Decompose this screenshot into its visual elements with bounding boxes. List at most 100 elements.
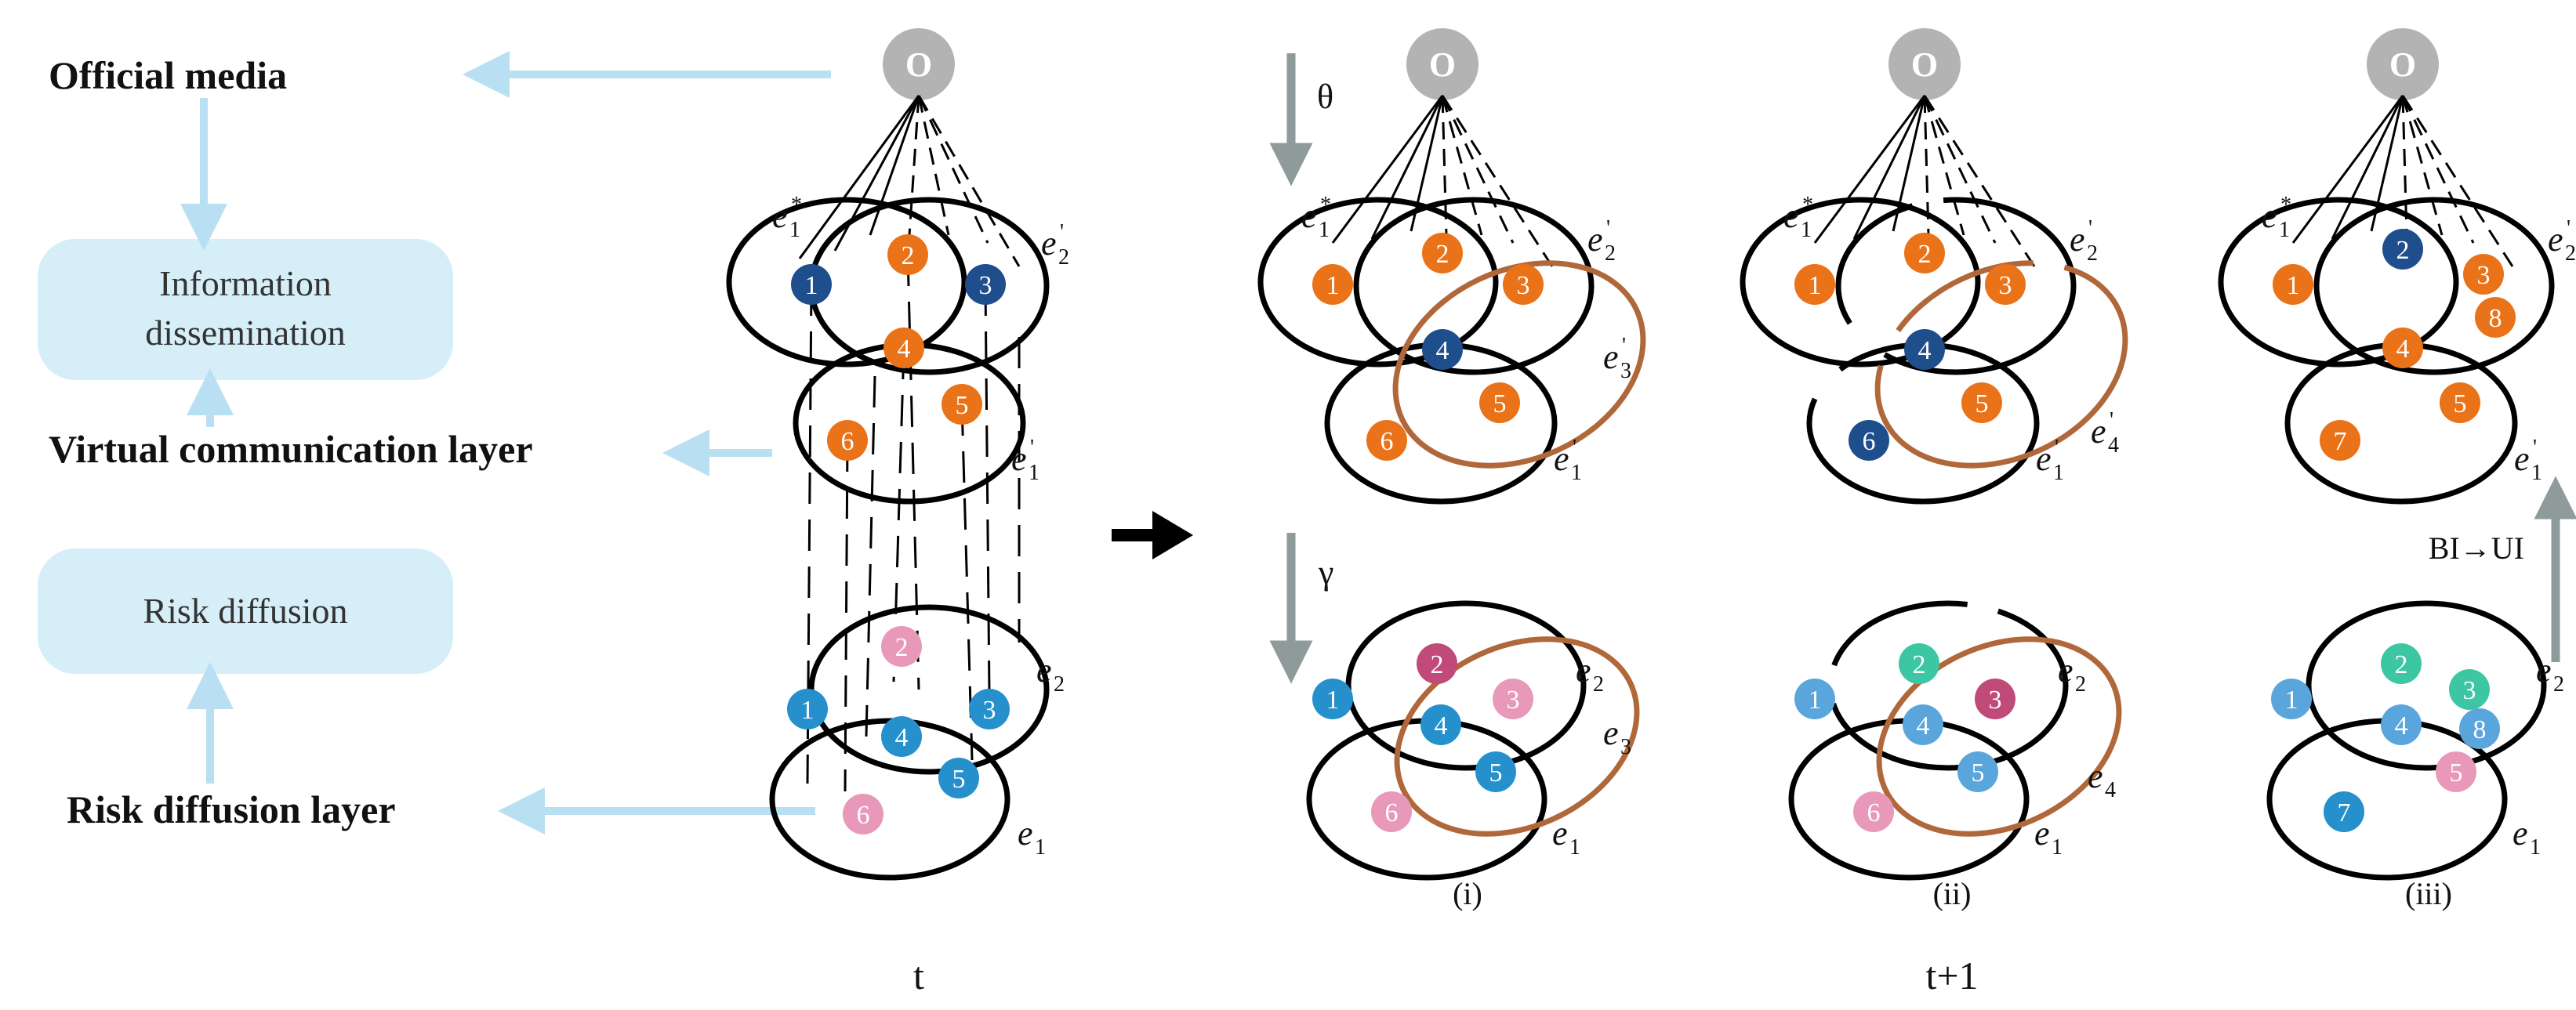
edge-label-e2-t: e — [1036, 651, 1052, 690]
edge-label-e1-iii: e — [2513, 814, 2528, 853]
projection-line-4 — [844, 440, 849, 792]
box-information-line2: dissemination — [145, 313, 346, 353]
caption-i: (i) — [1453, 876, 1482, 911]
edge-ring-brown-lower-ii — [1876, 636, 2122, 837]
edge-label-e2p-iii: e — [2548, 220, 2563, 259]
node-iii-lower-8 — [2459, 708, 2500, 749]
node-iii-upper-5-label: 5 — [2454, 389, 2467, 418]
edge-label-e1p-ii: e — [2036, 440, 2052, 478]
official-node-ii-label: O — [1911, 45, 1938, 84]
node-iii-upper-2 — [2382, 229, 2423, 270]
node-ii-lower-6-label: 6 — [1867, 798, 1881, 827]
node-i-lower-6 — [1371, 791, 1412, 832]
ray-ii-0 — [1813, 95, 1926, 244]
edge-ring-e2p-iii — [2313, 197, 2555, 375]
edge-label-e3-i: e — [1603, 714, 1619, 752]
node-iii-upper-1 — [2273, 264, 2313, 305]
box-risk-diffusion-text: Risk diffusion — [143, 591, 347, 631]
edge-ring-brown-lower-i — [1394, 636, 1640, 837]
node-t-lower-1 — [787, 689, 828, 729]
node-iii-upper-8 — [2475, 297, 2516, 338]
node-i-upper-3-label: 3 — [1517, 271, 1530, 300]
node-iii-upper-4-label: 4 — [2396, 335, 2410, 364]
node-i-upper-1 — [1312, 264, 1353, 305]
node-i-upper-5-label: 5 — [1493, 389, 1507, 418]
official-node-ii — [1888, 28, 1961, 100]
edge-label-e1star-iii-sup: * — [2280, 193, 2291, 217]
edge-label-e3p-i: e — [1603, 338, 1619, 376]
node-iii-upper-2-label: 2 — [2396, 236, 2410, 265]
node-t-lower-4-label: 4 — [895, 723, 909, 752]
node-t-lower-6 — [843, 794, 883, 834]
edge-ring-brown-upper-ii — [1874, 260, 2128, 469]
node-i-upper-4-label: 4 — [1436, 336, 1449, 365]
node-iii-lower-5-label: 5 — [2450, 758, 2463, 787]
node-i-lower-3 — [1493, 679, 1533, 719]
node-ii-lower-3-label: 3 — [1989, 686, 2002, 715]
node-ii-upper-2 — [1904, 233, 1945, 273]
edge-label-e2p-iii-sub: 2 — [2565, 241, 2576, 266]
edge-ring-e2-i — [1345, 600, 1587, 771]
edge-label-e2p-t: e — [1041, 224, 1057, 262]
node-t-lower-4 — [881, 716, 922, 757]
node-t-upper-3 — [965, 264, 1006, 305]
node-ii-lower-4 — [1903, 704, 1943, 745]
official-node-i-label: O — [1429, 45, 1456, 84]
box-information-dissemination — [38, 239, 453, 380]
edge-label-e1star-iii-sub: 1 — [2279, 218, 2290, 242]
node-ii-lower-1-label: 1 — [1809, 686, 1822, 715]
node-t-lower-3-label: 3 — [983, 696, 996, 725]
edge-label-e2p-i-sub: 2 — [1605, 241, 1616, 266]
ray-i-0 — [1331, 95, 1444, 244]
node-iii-upper-7 — [2320, 420, 2360, 461]
edge-label-e2-ii: e — [2058, 651, 2073, 690]
ray-iii-1 — [2331, 95, 2404, 240]
node-iii-upper-8-label: 8 — [2489, 304, 2502, 333]
edge-label-e1star-iii: e — [2262, 197, 2277, 235]
edge-label-e1p-i: e — [1554, 440, 1569, 478]
ray-ii-4 — [1923, 95, 1965, 236]
node-t-upper-5 — [942, 384, 982, 425]
ray-ii-6 — [1923, 95, 2036, 267]
edge-ring-e1star-iii — [2218, 197, 2459, 367]
node-ii-upper-6-label: 6 — [1863, 427, 1876, 456]
node-i-lower-2-label: 2 — [1431, 650, 1444, 679]
edge-label-e2-iii: e — [2536, 651, 2552, 690]
edge-label-e1p-ii-sub: 1 — [2053, 461, 2064, 485]
projection-line-0 — [806, 284, 813, 784]
time-label-t1: t+1 — [1925, 954, 1978, 997]
edge-label-e2-iii-sub: 2 — [2553, 672, 2564, 697]
official-node-iii-label: O — [2389, 45, 2416, 84]
projection-line-5 — [960, 404, 974, 761]
node-iii-lower-1-label: 1 — [2285, 686, 2298, 715]
edge-label-e2p-t-sub: 2 — [1058, 245, 1069, 270]
edge-label-e4p-ii: e — [2091, 412, 2106, 451]
edge-label-e2p-i: e — [1587, 220, 1603, 259]
node-iii-upper-4 — [2382, 328, 2423, 368]
node-ii-upper-5-label: 5 — [1976, 389, 1989, 418]
edge-label-e1star-ii-sup: * — [1802, 193, 1813, 217]
node-i-lower-1 — [1312, 679, 1353, 719]
node-iii-lower-3-label: 3 — [2463, 676, 2476, 705]
node-t-upper-3-label: 3 — [979, 271, 992, 300]
node-i-lower-4 — [1420, 704, 1461, 745]
node-iii-lower-2-label: 2 — [2395, 650, 2408, 679]
node-t-upper-2 — [887, 234, 928, 275]
edge-label-e2-t-sub: 2 — [1054, 672, 1065, 697]
bi-ui-label: BI→UI — [2429, 530, 2524, 566]
edge-label-e1p-i-sub: 1 — [1571, 461, 1582, 485]
node-i-lower-5-label: 5 — [1489, 758, 1503, 787]
edge-label-e1-i-sub: 1 — [1569, 835, 1580, 860]
theta-symbol: θ — [1317, 78, 1333, 116]
edge-label-e1star-ii-sub: 1 — [1801, 218, 1812, 242]
transition-arrow — [1112, 511, 1193, 559]
official-node-t — [883, 28, 955, 100]
node-ii-lower-5-label: 5 — [1972, 758, 1985, 787]
edge-label-e1-i: e — [1552, 814, 1568, 853]
node-i-upper-2 — [1422, 233, 1463, 273]
edge-label-e2p-i-sup: ' — [1606, 216, 1610, 241]
